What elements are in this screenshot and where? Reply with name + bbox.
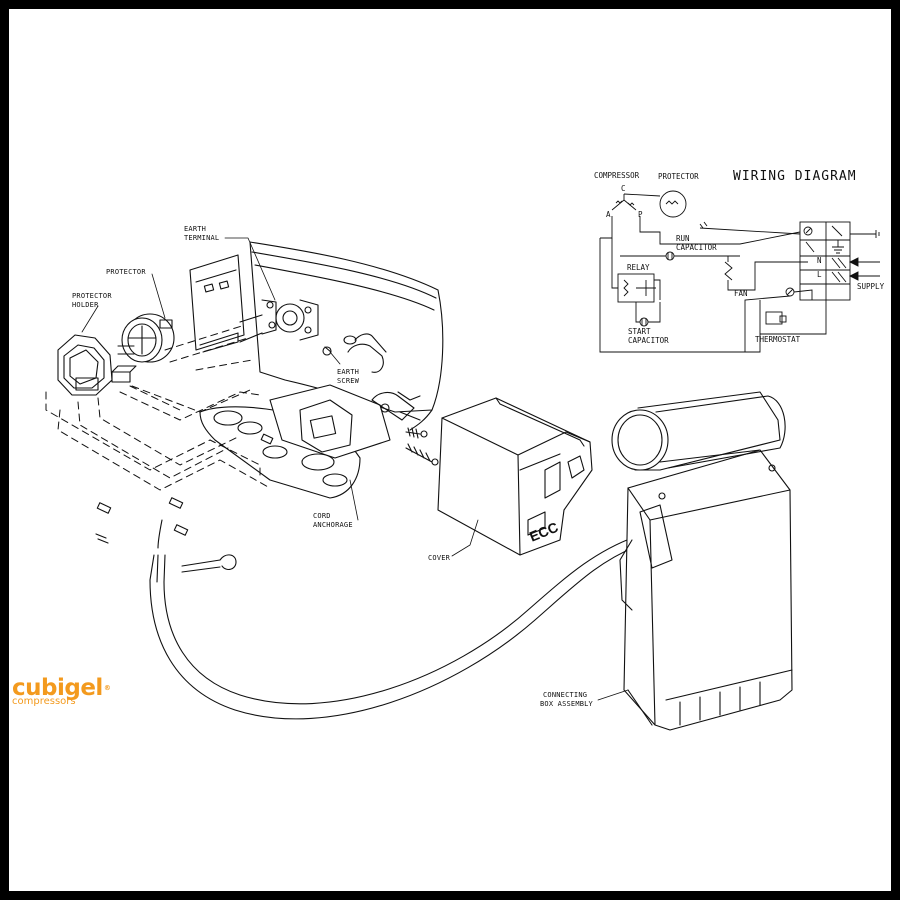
label-cover: COVER — [428, 554, 451, 562]
wd-relay-label: RELAY — [627, 263, 650, 272]
label-earth-terminal-1: EARTH — [184, 225, 206, 233]
wiring-diagram: WIRING DIAGRAM COMPRESSOR PROTECTOR C A … — [594, 169, 885, 353]
terminal-pins — [239, 299, 319, 343]
diagram-canvas: ECC EARTH TERMINAL PROTECTOR PROTECTOR H… — [9, 9, 891, 891]
label-connecting-box-2: BOX ASSEMBLY — [540, 700, 594, 708]
wd-terminal-block — [799, 221, 851, 301]
earth-screw — [322, 346, 332, 356]
cover-screws — [405, 427, 439, 466]
label-protector-holder-2: HOLDER — [72, 301, 99, 309]
assembly-lines — [45, 324, 271, 491]
wd-terminal-n: N — [817, 256, 822, 265]
label-connecting-box-1: CONNECTING — [543, 691, 587, 699]
wd-supply-label: SUPPLY — [857, 282, 885, 291]
spade-connectors — [95, 497, 189, 544]
wd-fan-label: FAN — [734, 289, 748, 298]
wd-windings — [611, 194, 637, 211]
logo-subtitle: compressors — [12, 696, 76, 707]
exploded-view-drawing: ECC EARTH TERMINAL PROTECTOR PROTECTOR H… — [45, 169, 885, 731]
wd-run-capacitor-1: RUN — [676, 234, 690, 243]
label-earth-screw-2: SCREW — [337, 377, 360, 385]
wd-terminal-c: C — [621, 184, 626, 193]
wd-terminal-l: L — [817, 270, 822, 279]
wd-run-capacitor-2: CAPACITOR — [676, 243, 717, 252]
protector-holder — [57, 334, 137, 396]
terminal-plate — [189, 254, 245, 353]
label-cord-anchorage-2: ANCHORAGE — [313, 521, 353, 529]
wd-protector-symbol — [659, 190, 687, 218]
logo-name: cubigel® — [12, 675, 111, 701]
wd-run-capacitor-symbol — [665, 251, 675, 261]
label-protector-holder-1: PROTECTOR — [72, 292, 112, 300]
wd-fan-symbol — [724, 261, 733, 281]
logo-name-text: cubigel — [12, 675, 103, 701]
wd-terminal-a: A — [606, 210, 611, 219]
cubigel-logo: cubigel® compressors — [12, 675, 111, 707]
leader-lines — [81, 237, 629, 701]
label-earth-screw-1: EARTH — [337, 368, 359, 376]
wd-start-capacitor-1: START — [628, 327, 651, 336]
connecting-box-assembly — [611, 391, 793, 731]
logo-registered-mark: ® — [103, 684, 111, 692]
supply-cable — [149, 519, 641, 720]
wd-start-capacitor-2: CAPACITOR — [628, 336, 669, 345]
wd-compressor-label: COMPRESSOR — [594, 171, 640, 180]
wd-thermostat-label: THERMOSTAT — [755, 335, 801, 344]
wd-start-capacitor-symbol — [639, 317, 649, 327]
protector — [117, 313, 175, 363]
wd-protector-label: PROTECTOR — [658, 172, 699, 181]
label-protector: PROTECTOR — [106, 268, 146, 276]
wd-terminal-p: P — [638, 210, 643, 219]
relay-assembly — [269, 384, 421, 459]
wiring-diagram-title: WIRING DIAGRAM — [733, 169, 857, 184]
label-cord-anchorage-1: CORD — [313, 512, 331, 520]
cover — [437, 397, 593, 556]
label-earth-terminal-2: TERMINAL — [184, 234, 219, 242]
